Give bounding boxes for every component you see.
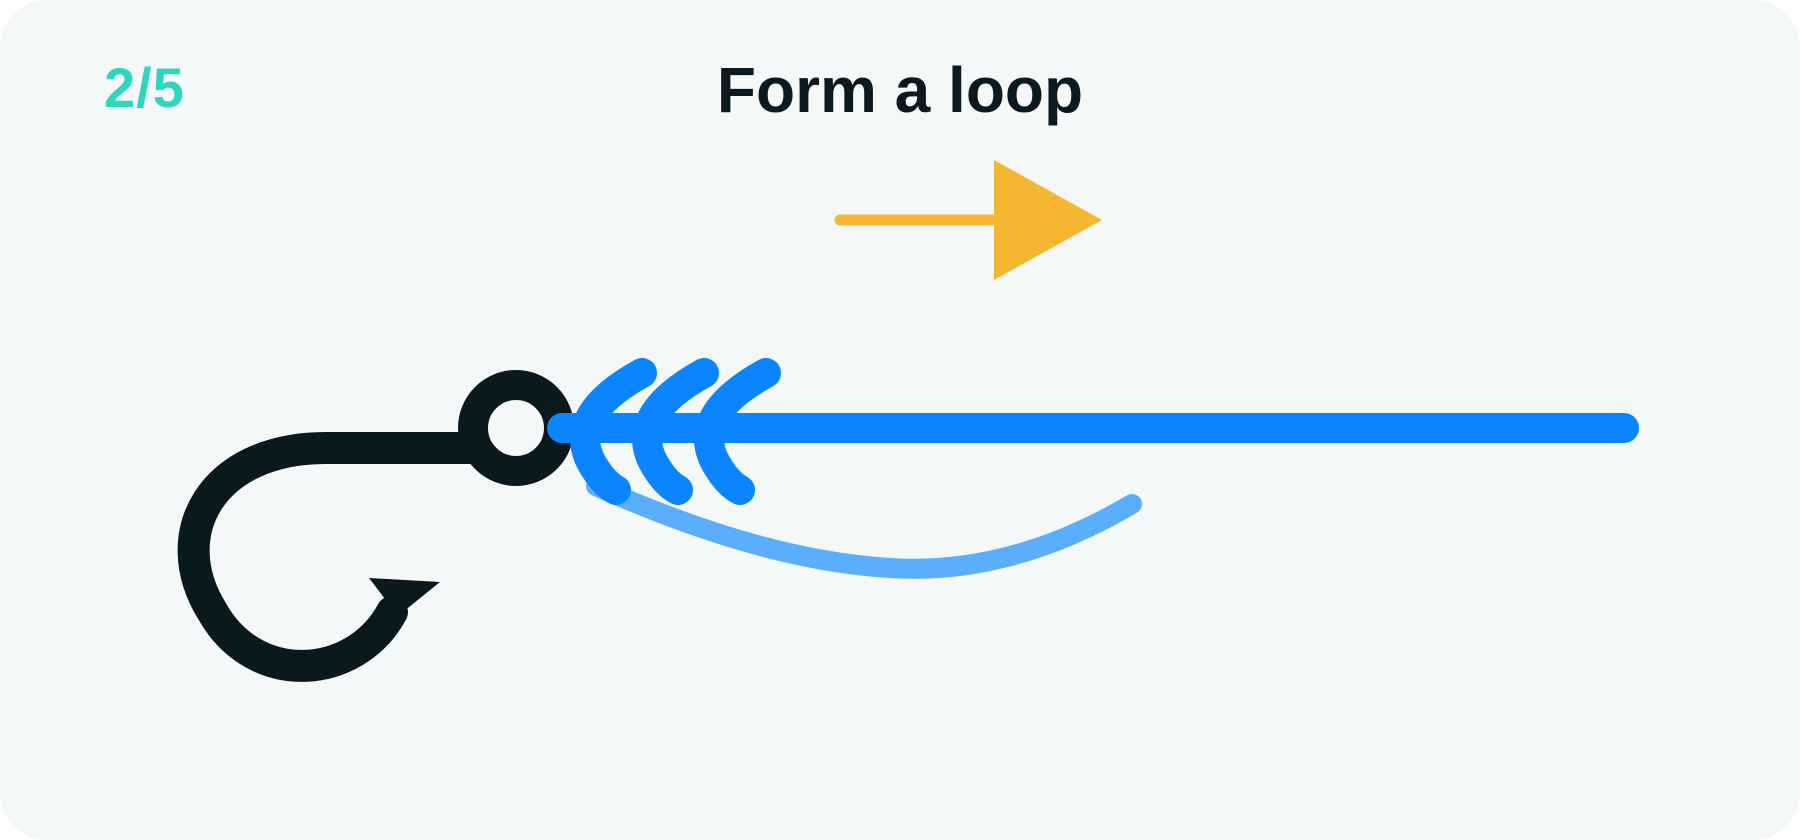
- loop-tag-end: [586, 476, 1142, 579]
- line-wraps: [570, 358, 781, 505]
- step-title: Form a loop: [716, 54, 1084, 126]
- hook-shank: [177, 432, 492, 682]
- wrap-1: [570, 358, 657, 505]
- direction-arrow-head: [994, 160, 1102, 280]
- wrap-2: [632, 358, 719, 505]
- hook-eye: [458, 370, 574, 486]
- wrap-3: [694, 358, 781, 505]
- step-counter: 2/5: [104, 56, 185, 119]
- fishing-hook-icon: [177, 370, 574, 682]
- direction-arrow-icon: [834, 160, 1102, 280]
- hook-barb: [369, 578, 440, 616]
